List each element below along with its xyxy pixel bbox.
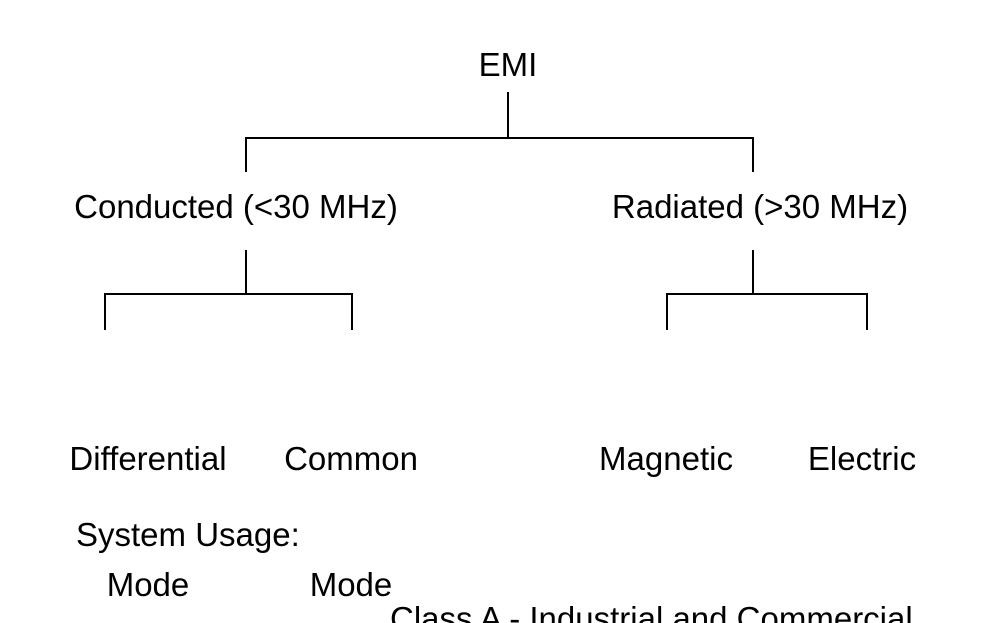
node-common-mode-line1: Common <box>284 440 418 477</box>
connector-drop-magnetic <box>666 293 668 330</box>
node-common-mode: Common Mode <box>284 354 418 623</box>
node-magnetic: Magnetic <box>599 354 733 564</box>
node-electric-line1: Electric <box>807 440 917 477</box>
connector-drop-radiated <box>752 137 754 172</box>
connector-root-stem <box>507 92 509 137</box>
node-differential-mode: Differential Mode <box>69 354 226 623</box>
connector-radiated-stem <box>752 250 754 293</box>
node-magnetic-line1: Magnetic <box>599 440 733 477</box>
connector-level1-bar <box>246 137 753 139</box>
system-usage-label: System Usage: <box>76 516 300 553</box>
connector-drop-differential-mode <box>104 293 106 330</box>
node-electric: Electric <box>808 354 916 564</box>
node-emi: EMI <box>478 46 538 83</box>
node-differential-mode-line1: Differential <box>69 440 227 477</box>
node-common-mode-line2: Mode <box>309 566 393 603</box>
connector-conducted-bar <box>104 293 352 295</box>
connector-conducted-stem <box>245 250 247 293</box>
connector-drop-conducted <box>245 137 247 172</box>
node-conducted: Conducted (<30 MHz) <box>74 188 398 225</box>
node-radiated: Radiated (>30 MHz) <box>611 188 909 225</box>
connector-radiated-bar <box>666 293 868 295</box>
class-a-line: Class A - Industrial and Commercial <box>390 600 913 623</box>
connector-drop-electric <box>866 293 868 330</box>
system-usage-classes: Class A - Industrial and Commercial Clas… <box>390 514 913 623</box>
node-differential-mode-line2: Mode <box>106 566 190 603</box>
connector-drop-common-mode <box>351 293 353 330</box>
